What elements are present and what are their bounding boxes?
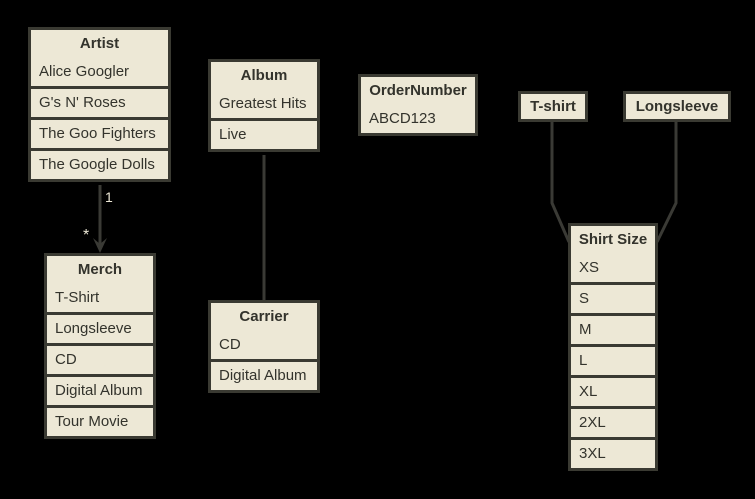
table-row: G's N' Roses [31,86,168,117]
table-header-artist: Artist [31,30,168,58]
table-row: Live [211,118,317,149]
entity-table-tshirt: T-shirt [518,91,588,122]
table-row: L [571,344,655,375]
table-header-merch: Merch [47,256,153,284]
table-row: Alice Googler [31,58,168,86]
table-row: CD [211,331,317,359]
table-row: Tour Movie [47,405,153,436]
table-header-album: Album [211,62,317,90]
table-row: 3XL [571,437,655,468]
cardinality-label-one: 1 [105,189,113,205]
table-header-carrier: Carrier [211,303,317,331]
table-header-tshirt: T-shirt [521,94,585,119]
entity-table-longsleeve: Longsleeve [623,91,731,122]
table-row: ABCD123 [361,105,475,133]
table-row: The Google Dolls [31,148,168,179]
table-body-ordernumber: ABCD123 [361,105,475,133]
table-row: T-Shirt [47,284,153,312]
connector-longsleeve-shirtsize [655,122,678,243]
arrowhead-artist-merch [93,238,107,253]
table-header-shirtsize: Shirt Size [571,226,655,254]
table-row: Digital Album [211,359,317,390]
table-header-ordernumber: OrderNumber [361,77,475,105]
table-row: Digital Album [47,374,153,405]
table-row: 2XL [571,406,655,437]
connector-tshirt-shirtsize [550,122,571,243]
table-row: Longsleeve [47,312,153,343]
table-row: XS [571,254,655,282]
table-row: S [571,282,655,313]
table-row: CD [47,343,153,374]
table-row: Greatest Hits [211,90,317,118]
cardinality-label-many: * [83,227,90,244]
table-header-longsleeve: Longsleeve [626,94,728,119]
table-row: XL [571,375,655,406]
entity-table-ordernumber: OrderNumber ABCD123 [358,74,478,136]
table-row: M [571,313,655,344]
table-row: The Goo Fighters [31,117,168,148]
